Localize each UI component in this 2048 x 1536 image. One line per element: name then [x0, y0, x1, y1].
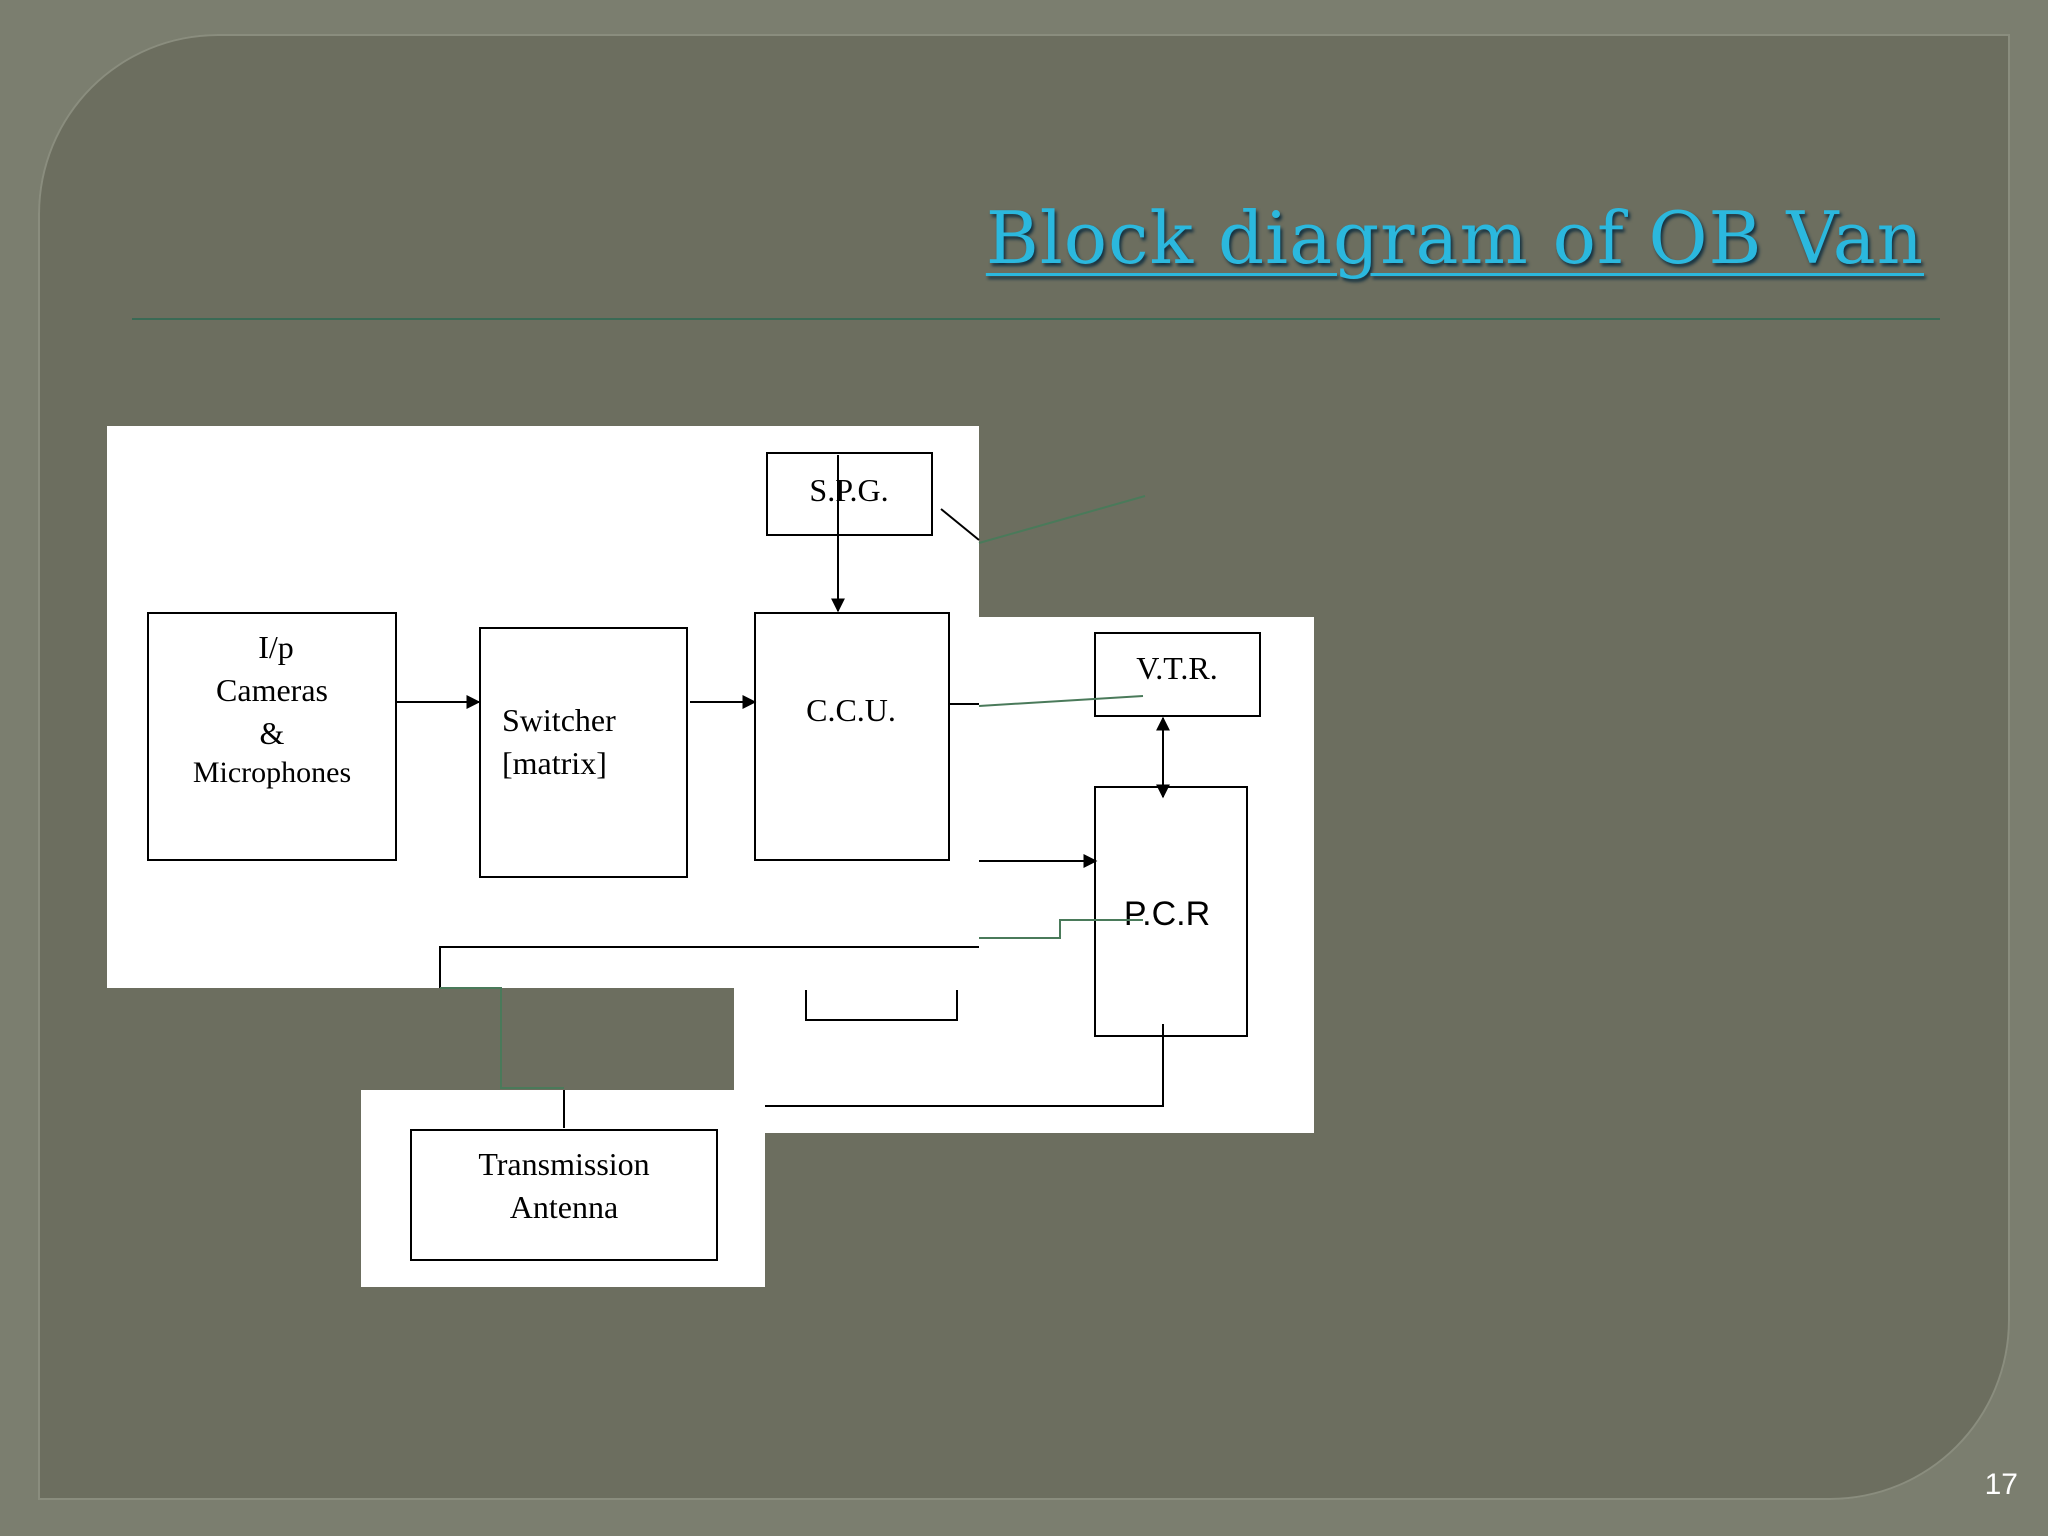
spg-block: S.P.G.: [766, 452, 933, 536]
spg-diagonal-stub: [940, 508, 980, 541]
antenna-label-line1: Transmission: [478, 1146, 649, 1182]
open-bracket: [805, 990, 958, 1021]
inputs-label-line2: Cameras: [216, 672, 328, 708]
inputs-label-line3: &: [260, 715, 285, 751]
ccu-label: C.C.U.: [806, 692, 896, 728]
spg-label: S.P.G.: [809, 472, 888, 508]
vtr-label: V.T.R.: [1136, 650, 1218, 686]
pcr-return-line: [765, 1024, 1164, 1107]
vtr-block: V.T.R.: [1094, 632, 1261, 717]
stray-line-vtr: [978, 695, 1144, 707]
slide-title: Block diagram of OB Van: [985, 196, 1924, 280]
switcher-label-line2: [matrix]: [502, 745, 607, 781]
antenna-block: Transmission Antenna: [410, 1129, 718, 1261]
page-number: 17: [1984, 1468, 2018, 1501]
switcher-block: Switcher [matrix]: [479, 627, 688, 878]
pcr-block: P.C.R: [1094, 786, 1248, 1037]
pcr-label: P.C.R: [1124, 895, 1210, 933]
ccu-block: C.C.U.: [754, 612, 950, 861]
stray-line-pcr: [979, 919, 1143, 939]
inputs-label-line4: Microphones: [193, 756, 351, 789]
antenna-label-line2: Antenna: [510, 1189, 618, 1225]
inputs-label-line1: I/p: [258, 629, 294, 665]
switcher-label-line1: Switcher: [502, 702, 616, 738]
line-to-antenna: [439, 946, 979, 988]
stray-line-antenna: [440, 987, 564, 1089]
title-rule: [132, 318, 1940, 320]
connectors: [396, 455, 1170, 1128]
diagram-background: [107, 426, 1314, 1287]
stray-line-spg: [978, 495, 1146, 544]
inputs-block: I/p Cameras & Microphones: [147, 612, 397, 861]
stray-lines: [440, 495, 1146, 1089]
